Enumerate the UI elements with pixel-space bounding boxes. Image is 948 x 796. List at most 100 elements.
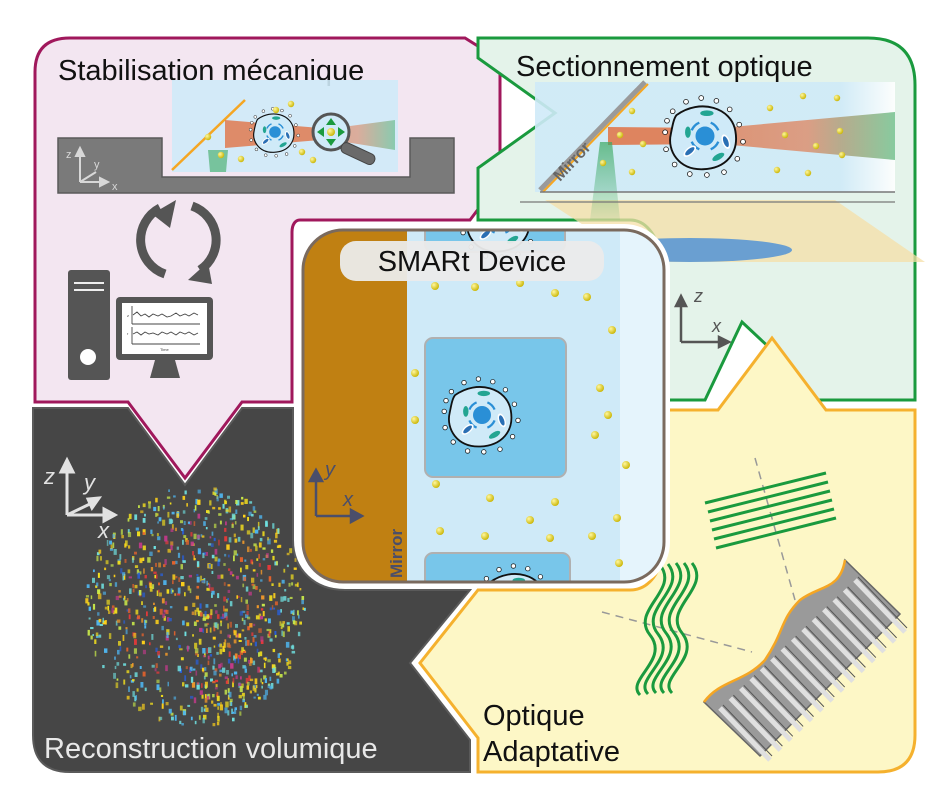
localization-point xyxy=(248,675,251,681)
localization-point xyxy=(258,542,262,548)
localization-point xyxy=(217,706,219,710)
localization-point xyxy=(214,668,218,672)
localization-point xyxy=(144,625,147,629)
localization-point xyxy=(240,597,243,603)
distorted-wavefront-icon xyxy=(635,562,699,697)
localization-point xyxy=(227,678,229,684)
localization-point xyxy=(151,634,154,640)
localization-point xyxy=(244,668,247,673)
panel-reconstruction: z y x Reconstruction volumique xyxy=(32,407,473,773)
panel-reconstruction-title: Reconstruction volumique xyxy=(44,733,378,765)
localization-point xyxy=(234,658,236,664)
localization-point xyxy=(128,545,131,549)
localization-point xyxy=(272,648,276,653)
localization-point xyxy=(218,507,221,510)
localization-point xyxy=(114,607,118,614)
localization-point xyxy=(254,529,259,534)
localization-point xyxy=(219,704,223,711)
localization-point xyxy=(131,557,134,563)
localization-point xyxy=(109,540,112,545)
localization-point xyxy=(241,617,244,622)
localization-point xyxy=(211,592,213,598)
localization-point xyxy=(154,606,157,612)
localization-point xyxy=(277,653,280,658)
localization-point xyxy=(115,595,120,601)
localization-point xyxy=(223,605,225,612)
localization-point xyxy=(206,622,210,625)
localization-point xyxy=(233,533,236,538)
bead xyxy=(799,92,807,100)
localization-point xyxy=(157,536,161,541)
localization-point xyxy=(204,623,208,627)
localization-point xyxy=(254,641,257,647)
localization-point xyxy=(174,714,177,721)
localization-point xyxy=(193,509,196,513)
localization-point xyxy=(282,631,285,638)
localization-point xyxy=(231,513,236,520)
localization-point xyxy=(220,702,222,707)
bead xyxy=(588,532,596,540)
localization-point xyxy=(263,675,267,680)
localization-point xyxy=(142,503,146,508)
localization-point xyxy=(213,487,217,491)
localization-point xyxy=(275,532,278,539)
mirror-actuator-edge xyxy=(784,645,835,698)
panel-adaptative-title-line1: Optique xyxy=(483,700,585,732)
localization-point xyxy=(180,576,184,580)
localization-point xyxy=(252,569,256,572)
localization-point xyxy=(97,589,101,594)
localization-point xyxy=(113,549,117,555)
localization-point xyxy=(212,694,215,698)
localization-point xyxy=(87,602,90,606)
localization-point xyxy=(209,500,212,506)
localization-point xyxy=(141,633,144,637)
localization-point xyxy=(166,589,170,594)
localization-point xyxy=(277,528,280,534)
localization-point xyxy=(86,584,90,588)
localization-point xyxy=(276,560,278,566)
localization-point xyxy=(246,530,251,535)
localization-point xyxy=(259,669,263,673)
localization-point xyxy=(265,520,268,527)
localization-point xyxy=(201,694,204,699)
localization-point xyxy=(111,605,115,608)
localization-point xyxy=(217,715,220,722)
localization-point xyxy=(196,620,199,623)
bead xyxy=(812,142,820,150)
localization-point xyxy=(252,506,256,511)
localization-point xyxy=(98,618,102,623)
localization-point xyxy=(194,720,197,725)
localization-point xyxy=(203,613,206,619)
localization-point xyxy=(292,616,295,622)
localization-point xyxy=(302,607,304,610)
planar-wavefront-icon xyxy=(704,471,837,550)
localization-point xyxy=(115,620,118,626)
localization-point xyxy=(256,648,259,653)
localization-point xyxy=(227,589,231,593)
localization-point xyxy=(137,531,141,537)
localization-point xyxy=(158,589,160,593)
mirror-actuator xyxy=(780,647,835,703)
localization-point xyxy=(219,648,223,655)
localization-point xyxy=(192,602,196,607)
localization-point xyxy=(87,629,90,636)
localization-point xyxy=(285,658,289,662)
localization-point xyxy=(165,540,169,545)
localization-point xyxy=(239,557,243,562)
localization-point xyxy=(228,651,231,657)
localization-point xyxy=(148,502,151,509)
localization-point xyxy=(281,579,285,584)
device-fade xyxy=(620,230,664,582)
localization-point xyxy=(132,679,135,682)
localization-point xyxy=(255,545,258,552)
localization-point xyxy=(127,608,131,614)
localization-point xyxy=(241,683,244,688)
localization-point xyxy=(236,633,239,638)
localization-point xyxy=(178,577,181,582)
monitor-icon xyxy=(116,297,213,378)
localization-point xyxy=(243,619,246,625)
localization-point xyxy=(228,691,232,698)
localization-point xyxy=(202,717,205,724)
localization-point xyxy=(270,549,274,553)
localization-point xyxy=(170,588,173,594)
